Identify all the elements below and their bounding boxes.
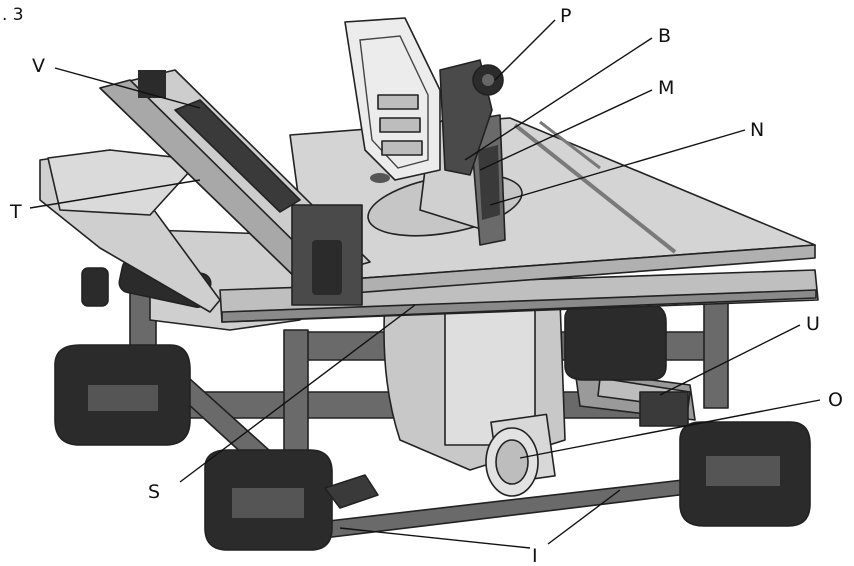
front-fence-rail xyxy=(219,269,819,323)
callout-s: S xyxy=(148,481,160,503)
arm-clamp xyxy=(639,391,689,427)
leg-right-front xyxy=(703,287,729,409)
blade-guard xyxy=(344,17,504,181)
wheel-rear-right xyxy=(564,304,667,381)
folding-latch xyxy=(324,474,379,509)
callout-t: T xyxy=(9,201,22,223)
leader-u xyxy=(659,324,801,396)
callout-m: M xyxy=(658,77,674,99)
dust-port xyxy=(485,413,556,497)
leader-p xyxy=(494,19,556,81)
callout-labels: . 3 P B M N V T U O S I xyxy=(2,5,843,566)
callout-o: O xyxy=(828,389,843,411)
leader-lines xyxy=(29,19,821,549)
leader-m xyxy=(479,89,653,171)
figure-label: . 3 xyxy=(2,5,24,25)
rack-teeth xyxy=(221,289,817,323)
callout-p: P xyxy=(560,5,571,27)
fence-lock-lever xyxy=(312,240,342,295)
left-handle xyxy=(81,267,109,307)
leader-i-right xyxy=(547,489,621,545)
miter-slot-right xyxy=(513,123,677,254)
callout-n: N xyxy=(750,119,764,141)
leader-v xyxy=(54,67,201,109)
callout-i: I xyxy=(532,545,538,566)
rip-fence xyxy=(99,69,371,306)
leader-o xyxy=(519,399,821,459)
callout-v: V xyxy=(32,55,45,77)
telescoping-arm xyxy=(574,369,696,427)
fence-handle xyxy=(174,99,301,213)
leader-b xyxy=(464,37,653,161)
leader-t xyxy=(29,179,201,209)
callout-b: B xyxy=(658,25,671,47)
wheel-assemblies xyxy=(54,258,811,551)
leader-i-left xyxy=(339,527,531,549)
leader-s xyxy=(179,304,416,483)
callout-u: U xyxy=(806,313,820,335)
leader-n xyxy=(489,129,746,206)
